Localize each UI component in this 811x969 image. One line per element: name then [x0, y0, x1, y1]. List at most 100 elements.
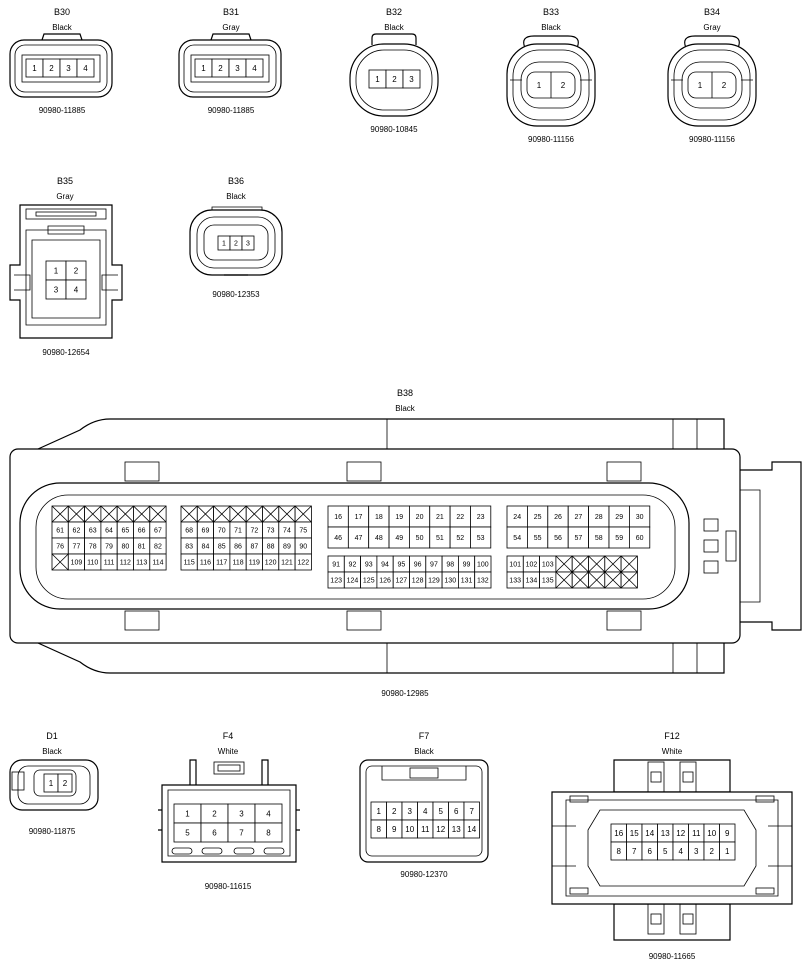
pin-number: 84: [202, 544, 210, 551]
pin-number: 94: [381, 562, 389, 569]
b33-color: Black: [541, 23, 562, 32]
pin-number: 23: [477, 514, 485, 521]
pin-number: 91: [332, 562, 340, 569]
pin-cell: [254, 822, 283, 843]
pin-number: 113: [136, 560, 147, 567]
unused-pin-cross: [149, 505, 167, 523]
unused-pin-cross: [555, 555, 573, 573]
pin-number: 17: [355, 514, 363, 521]
pin-number: 14: [467, 825, 476, 834]
pin-number: 117: [216, 560, 227, 567]
pin-number: 53: [477, 535, 485, 542]
pin-number: 2: [710, 847, 715, 856]
pin-number: 74: [283, 528, 291, 535]
pin-number: 120: [265, 560, 277, 567]
pin-number: 4: [423, 807, 428, 816]
pin-number: 3: [66, 64, 71, 73]
pin-number: 8: [266, 828, 271, 837]
f4-code: F4: [223, 731, 234, 741]
pin-number: 114: [152, 560, 163, 567]
pin-number: 55: [534, 535, 542, 542]
pin-number: 1: [377, 807, 382, 816]
pin-number: 2: [392, 807, 397, 816]
pin-number: 70: [218, 528, 226, 535]
pin-number: 2: [49, 64, 54, 73]
pin-number: 2: [212, 809, 217, 818]
b31-housing: [178, 39, 282, 98]
pin-number: 88: [267, 544, 275, 551]
pin-number: 101: [509, 562, 521, 569]
pin-number: 48: [375, 535, 383, 542]
pin-cell: [76, 58, 95, 78]
pin-number: 3: [409, 75, 414, 84]
pin-number: 1: [725, 847, 730, 856]
pin-cell: [474, 571, 492, 589]
unused-pin-cross: [262, 505, 280, 523]
pin-number: 16: [614, 829, 623, 838]
f4-part-number: 90980-11615: [205, 882, 252, 891]
unused-pin-cross: [245, 505, 263, 523]
pin-number: 110: [87, 560, 98, 567]
pin-number: 3: [246, 241, 250, 248]
unused-pin-cross: [51, 505, 69, 523]
pin-number: 26: [554, 514, 562, 521]
pin-number: 135: [542, 578, 554, 585]
pin-number: 12: [436, 825, 445, 834]
pin-number: 22: [456, 514, 464, 521]
pin-number: 123: [330, 578, 342, 585]
pin-number: 73: [267, 528, 275, 535]
f7-color: Black: [414, 747, 435, 756]
pin-number: 7: [239, 828, 244, 837]
b30-part-number: 90980-11885: [39, 106, 86, 115]
pin-number: 12: [676, 829, 685, 838]
pin-number: 1: [201, 64, 206, 73]
pin-number: 46: [334, 535, 342, 542]
pin-number: 103: [542, 562, 554, 569]
b32-part-number: 90980-10845: [370, 125, 418, 134]
pin-number: 56: [554, 535, 562, 542]
pin-cell: [402, 69, 421, 89]
b36-color: Black: [226, 192, 247, 201]
pin-number: 8: [377, 825, 382, 834]
pin-number: 86: [234, 544, 242, 551]
pin-number: 20: [416, 514, 424, 521]
unused-pin-cross: [620, 555, 638, 573]
pin-number: 16: [334, 514, 342, 521]
pin-number: 7: [632, 847, 637, 856]
pin-number: 71: [234, 528, 242, 535]
b34-part-number: 90980-11156: [689, 135, 736, 144]
pin-number: 90: [299, 544, 307, 551]
pin-number: 85: [218, 544, 226, 551]
pin-number: 77: [73, 544, 81, 551]
pin-number: 3: [408, 807, 413, 816]
pin-number: 18: [375, 514, 383, 521]
pin-number: 52: [456, 535, 464, 542]
pin-number: 78: [89, 544, 97, 551]
pin-number: 83: [185, 544, 193, 551]
pin-number: 30: [636, 514, 644, 521]
pin-number: 50: [416, 535, 424, 542]
pin-number: 64: [105, 528, 113, 535]
pin-number: 4: [252, 64, 257, 73]
pin-number: 2: [722, 81, 727, 90]
pin-number: 111: [104, 560, 115, 567]
pin-number: 29: [615, 514, 623, 521]
pin-cell: [241, 235, 255, 251]
unused-pin-cross: [133, 505, 151, 523]
pin-number: 100: [477, 562, 489, 569]
